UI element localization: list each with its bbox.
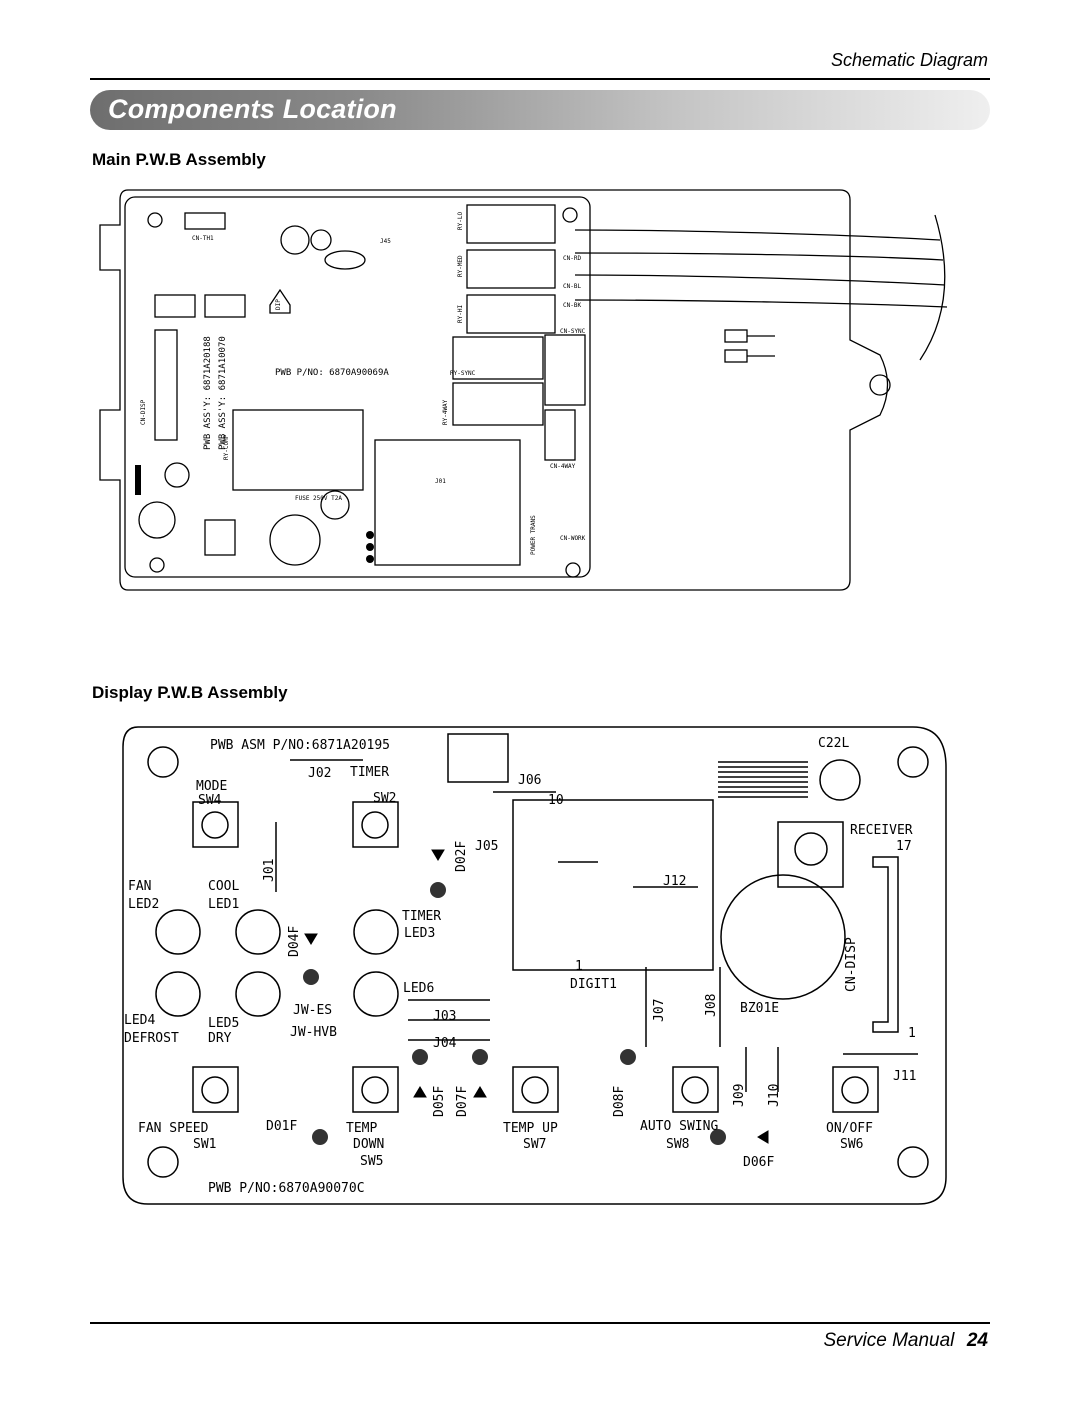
disp-j09: J09 [732,1084,747,1107]
main-cn-th1: CN-TH1 [192,235,214,242]
display-pwb-diagram: PWB ASM P/NO:6871A20195 PWB P/NO:6870A90… [122,726,947,1205]
disp-led4: LED4 [124,1013,155,1028]
disp-c22l: C22L [818,736,849,751]
disp-sw1: SW1 [193,1137,216,1152]
display-pwb-title: Display P.W.B Assembly [92,683,288,702]
main-j45: J45 [380,238,391,245]
disp-led6: LED6 [403,981,434,996]
disp-one-a: 1 [575,959,583,974]
disp-cn-disp: CN-DISP [844,937,859,992]
footer: Service Manual 24 [823,1330,988,1352]
main-cn-sync: CN-SYNC [560,328,586,335]
disp-sw4: SW4 [198,793,222,808]
disp-mode: MODE [196,779,227,794]
disp-sw5: SW5 [360,1154,383,1169]
disp-temp-up: TEMP UP [503,1121,558,1136]
disp-j04: J04 [433,1036,457,1051]
main-pwb-diagram: PWB P/NO: 6870A90069A PWB ASS'Y: 6871A20… [99,189,948,591]
disp-sw7: SW7 [523,1137,546,1152]
disp-auto-swing: AUTO SWING [640,1119,718,1134]
main-assy1: PWB ASS'Y: 6871A20188 [203,336,213,450]
main-ry-hi: RY-HI [457,305,464,323]
disp-j06: J06 [518,773,541,788]
disp-fan: FAN [128,879,151,894]
disp-led1: LED1 [208,897,239,912]
main-pwb-title: Main P.W.B Assembly [92,150,266,169]
page-number: 24 [966,1330,988,1351]
section-banner [90,90,990,130]
main-housing-outline [99,189,889,591]
main-ry-sync: RY-SYNC [450,370,476,377]
footer-label: Service Manual [823,1330,955,1351]
footer-rule [90,1322,990,1324]
section-header: Schematic Diagram [830,50,988,70]
disp-jw-hvb: JW-HVB [290,1025,337,1040]
disp-d05f: D05F [432,1086,447,1117]
disp-d01f: D01F [266,1119,297,1134]
disp-asm-pno: PWB ASM P/NO:6871A20195 [210,738,390,753]
main-cn-rd: CN-RD [563,255,581,262]
disp-j12: J12 [663,874,686,889]
disp-d07f: D07F [455,1086,470,1117]
disp-timer2: TIMER [402,909,441,924]
disp-j03: J03 [433,1009,456,1024]
disp-j01: J01 [262,859,277,882]
disp-on-off: ON/OFF [826,1121,873,1136]
main-assy2: PWB ASS'Y: 6871A10070 [218,336,228,450]
main-cn-work: CN-WORK [560,535,586,542]
disp-one-b: 1 [908,1026,916,1041]
disp-led2: LED2 [128,897,159,912]
main-ry-4way: RY-4WAY [442,399,449,425]
disp-j08: J08 [704,994,719,1017]
main-power-trans: POWER TRANS [530,515,537,555]
disp-receiver: RECEIVER [850,823,913,838]
main-board [124,196,591,578]
display-board-outline [122,726,947,1205]
main-cn-disp: CN-DISP [140,399,147,425]
disp-dry: DRY [208,1031,232,1046]
main-cn-bl: CN-BL [563,283,581,290]
disp-sw8: SW8 [666,1137,689,1152]
main-pwb-pno: PWB P/NO: 6870A90069A [275,368,389,378]
disp-defrost: DEFROST [124,1031,179,1046]
disp-sw6: SW6 [840,1137,863,1152]
main-cn-bk: CN-BK [563,302,581,309]
disp-j07: J07 [652,999,667,1022]
disp-temp: TEMP [346,1121,377,1136]
disp-pwb-pno: PWB P/NO:6870A90070C [208,1181,365,1196]
disp-digit1: DIGIT1 [570,977,617,992]
disp-d04f: D04F [287,926,302,957]
disp-d08f: D08F [612,1086,627,1117]
main-fuse: FUSE 250V T2A [295,495,342,502]
disp-j10: J10 [767,1084,782,1107]
main-dip: DIP [275,299,282,310]
banner-title: Components Location [108,94,397,124]
disp-seventeen: 17 [896,839,912,854]
main-ry-med: RY-MED [457,255,464,277]
disp-sw2: SW2 [373,791,396,806]
wire-bundle [574,229,948,308]
disp-j11: J11 [893,1069,916,1084]
disp-d02f: D02F [454,841,469,872]
disp-timer: TIMER [350,765,389,780]
disp-d06f: D06F [743,1155,774,1170]
disp-bz01e: BZ01E [740,1001,779,1016]
header-rule [90,78,990,80]
disp-jw-es: JW-ES [293,1003,332,1018]
main-j01: J01 [435,478,446,485]
main-ry-lo: RY-LO [457,212,464,230]
disp-j02: J02 [308,766,331,781]
disp-down: DOWN [353,1137,384,1152]
main-cn-4way: CN-4WAY [550,463,576,470]
main-ry-comp: RY-COMP [223,434,230,460]
disp-ten: 10 [548,793,564,808]
disp-cool: COOL [208,879,239,894]
disp-led5: LED5 [208,1016,239,1031]
disp-led3: LED3 [404,926,435,941]
disp-j05: J05 [475,839,498,854]
disp-fan-speed: FAN SPEED [138,1121,209,1136]
